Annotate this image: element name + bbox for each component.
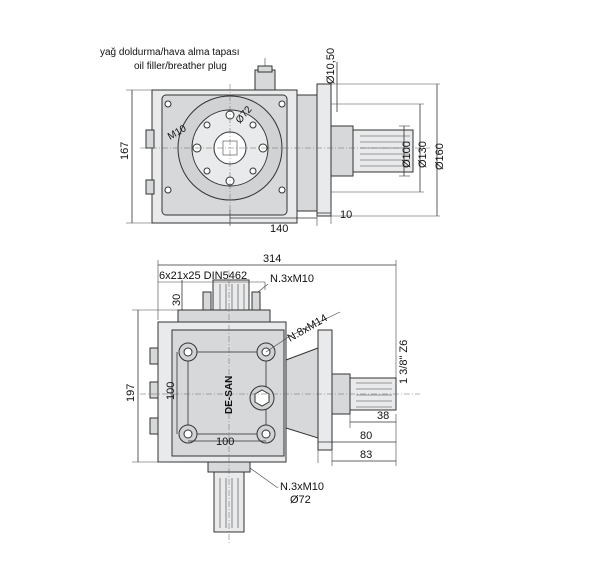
front-view-lug (149, 347, 159, 365)
dim-140: 140 (270, 223, 288, 235)
bolt-spec-bottom: N.3xM10 (280, 481, 324, 493)
bolt-hole (164, 100, 172, 108)
top-view-lug (145, 129, 155, 149)
oil-filler-plug-cap (257, 65, 273, 73)
dim-30: 30 (171, 294, 183, 306)
bolt-spec-top: N.3xM10 (270, 273, 314, 285)
top-view-flange (316, 83, 332, 217)
bolt-hole (249, 167, 257, 175)
dim-197: 197 (125, 384, 137, 402)
manufacturer-logo: DE-SAN (224, 376, 235, 414)
dim-167: 167 (119, 142, 131, 160)
dim-dia-100: Ø100 (401, 141, 413, 168)
bolt-hole (278, 100, 286, 108)
plug-note-tr: yağ doldurma/hava alma tapası (100, 47, 240, 58)
bolt-hole (203, 167, 211, 175)
dim-80: 80 (360, 430, 372, 442)
dim-dia-10-50: Ø10,50 (325, 48, 337, 84)
dim-10: 10 (340, 209, 352, 221)
front-view-top-flange (177, 309, 271, 323)
top-view-output-shaft (352, 129, 414, 173)
dim-38: 38 (377, 410, 389, 422)
front-view-lug (149, 417, 159, 435)
dim-83: 83 (360, 449, 372, 461)
top-view-neck (296, 94, 318, 212)
front-view-neck (285, 347, 319, 439)
bolt-hole (278, 186, 286, 194)
front-view: DE-SAN 314 6x21x25 DIN5462 N.3xM10 30 N.… (125, 253, 420, 545)
stud (202, 291, 212, 311)
dim-horizontal-100: 100 (216, 436, 234, 448)
dim-314: 314 (263, 253, 281, 265)
oil-filler-plug (254, 69, 276, 91)
dim-dia-72-bottom: Ø72 (290, 494, 311, 506)
dim-dia-160: Ø160 (434, 143, 446, 170)
top-view-lug (145, 179, 155, 195)
front-view-input-shaft (212, 279, 250, 311)
plug-note-en: oil filler/breather plug (134, 61, 227, 72)
top-view-shaft-hub (330, 125, 354, 177)
bolt-hole (164, 186, 172, 194)
dim-vertical-100: 100 (165, 382, 177, 400)
spline-spec: 6x21x25 DIN5462 (159, 270, 247, 282)
bolt-hole (203, 121, 211, 129)
stud (251, 291, 261, 311)
front-view-flange (317, 329, 333, 451)
pto-spec: 1 3/8" Z6 (398, 340, 410, 384)
bolt-hole (249, 121, 257, 129)
front-view-lug (149, 381, 159, 399)
dim-dia-130: Ø130 (417, 141, 429, 168)
top-view: yağ doldurma/hava alma tapası oil filler… (100, 47, 446, 235)
